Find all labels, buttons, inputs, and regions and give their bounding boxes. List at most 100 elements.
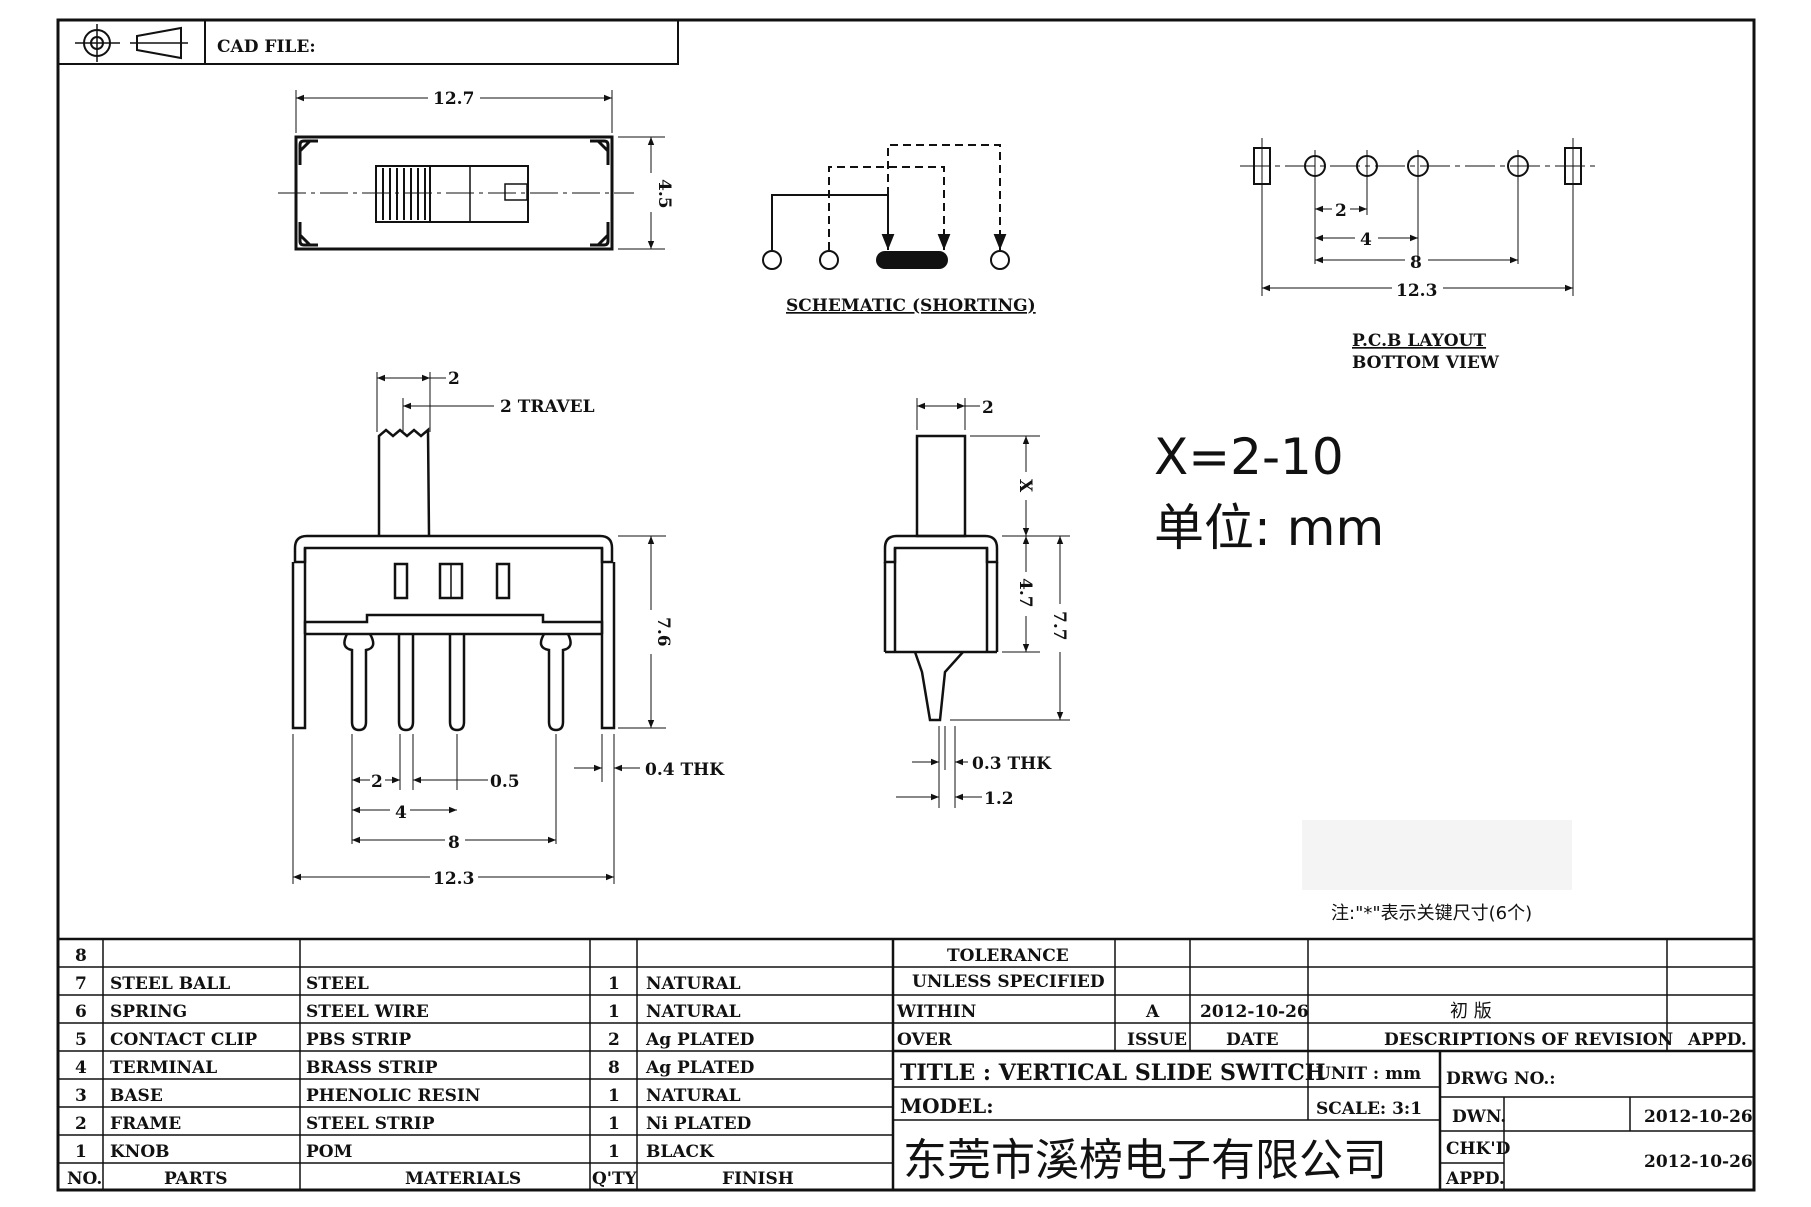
pcb-dim-2: 2	[1335, 201, 1347, 221]
title-block-text: TOLERANCE UNLESS SPECIFIED WITHIN OVER A…	[896, 946, 1753, 1189]
within-label: WITHIN	[896, 1002, 976, 1022]
projection-symbol-icon	[75, 24, 188, 62]
drwg-no-label: DRWG NO.:	[1446, 1069, 1556, 1089]
bom-qty: 1	[608, 1114, 620, 1134]
pcb-dim-4: 4	[1360, 230, 1372, 250]
bom-no: 6	[75, 1002, 87, 1022]
side-dim-7-7: 7.7	[1049, 611, 1069, 641]
appd2-label: APPD.	[1445, 1169, 1505, 1189]
bom-header-finish: FINISH	[722, 1169, 794, 1189]
side-view: 2 X 4.7 7.7 0.3 THK 1.2	[883, 398, 1070, 809]
schematic-caption: SCHEMATIC (SHORTING)	[786, 296, 1036, 316]
bom-part: FRAME	[110, 1114, 181, 1134]
bom-finish: Ni PLATED	[646, 1114, 752, 1134]
bom-row: 1 KNOB POM 1 BLACK	[75, 1142, 715, 1162]
bom-row: 7 STEEL BALL STEEL 1 NATURAL	[75, 974, 741, 994]
bom-finish: NATURAL	[646, 1002, 741, 1022]
bom-row: 3 BASE PHENOLIC RESIN 1 NATURAL	[75, 1086, 741, 1106]
bom-qty: 1	[608, 1002, 620, 1022]
sheet-border	[56, 18, 1756, 1192]
tolerance-line2: UNLESS SPECIFIED	[912, 972, 1105, 992]
top-view: 12.7 4.5	[278, 89, 674, 251]
side-dim-2: 2	[982, 398, 994, 418]
bom-no: 4	[75, 1058, 87, 1078]
front-dim-8: 8	[448, 833, 460, 853]
bom-material: BRASS STRIP	[306, 1058, 438, 1078]
bom-row: 6 SPRING STEEL WIRE 1 NATURAL	[75, 1002, 741, 1022]
bom-finish: Ag PLATED	[645, 1030, 755, 1050]
bom-part: TERMINAL	[110, 1058, 217, 1078]
bom-no: 3	[75, 1086, 87, 1106]
rev-desc: 初 版	[1450, 1001, 1492, 1022]
pcb-caption-line2: BOTTOM VIEW	[1352, 353, 1500, 373]
bom-material: STEEL STRIP	[306, 1114, 435, 1134]
bom-no: 1	[75, 1142, 87, 1162]
front-dim-2: 2	[448, 369, 460, 389]
date-label: DATE	[1226, 1030, 1279, 1050]
front-dim-pitch-2: 2	[371, 772, 383, 792]
bom-row: 8	[75, 946, 87, 966]
bom-no: 8	[75, 946, 87, 966]
bom-part: CONTACT CLIP	[110, 1030, 257, 1050]
pcb-dim-8: 8	[1410, 253, 1422, 273]
tolerance-line1: TOLERANCE	[947, 946, 1069, 966]
faint-patch	[1302, 820, 1572, 890]
bom-qty: 8	[608, 1058, 620, 1078]
bom-header: NO. PARTS MATERIALS Q'TY FINISH	[67, 1169, 794, 1189]
cad-file-label: CAD FILE:	[217, 37, 316, 57]
desc-label: DESCRIPTIONS OF REVISION	[1384, 1030, 1673, 1050]
note-unit: 单位: mm	[1154, 499, 1384, 557]
bom-part: BASE	[110, 1086, 163, 1106]
front-dim-12-3: 12.3	[433, 869, 474, 889]
model-label: MODEL:	[900, 1094, 994, 1118]
company-name: 东莞市溪榜电子有限公司	[903, 1135, 1387, 1186]
bom-qty: 1	[608, 974, 620, 994]
bom-header-qty: Q'TY	[592, 1169, 638, 1189]
issue-label: ISSUE	[1127, 1030, 1187, 1050]
front-dim-4: 4	[395, 803, 407, 823]
front-dim-0-4-thk: 0.4 THK	[645, 760, 725, 780]
bom-part: KNOB	[110, 1142, 170, 1162]
pcb-caption-line1: P.C.B LAYOUT	[1352, 331, 1486, 351]
over-label: OVER	[897, 1030, 953, 1050]
bom-no: 2	[75, 1114, 87, 1134]
bom-part: SPRING	[110, 1002, 187, 1022]
bom-header-materials: MATERIALS	[405, 1169, 521, 1189]
bom-material: STEEL WIRE	[306, 1002, 429, 1022]
dwn-label: DWN.	[1452, 1107, 1506, 1127]
bom-header-parts: PARTS	[164, 1169, 228, 1189]
dwn-date: 2012-10-26	[1644, 1107, 1753, 1127]
rev-issue: A	[1145, 1002, 1160, 1022]
bom-part: STEEL BALL	[110, 974, 230, 994]
chkd-label: CHK'D	[1446, 1139, 1511, 1159]
unit-label: UNIT : mm	[1316, 1064, 1421, 1084]
cad-header: CAD FILE:	[57, 19, 679, 65]
chkd-date: 2012-10-26	[1644, 1152, 1753, 1172]
drawing-title: TITLE : VERTICAL SLIDE SWITCH	[900, 1060, 1326, 1086]
schematic: SCHEMATIC (SHORTING)	[762, 144, 1036, 316]
title-block-table	[58, 937, 1754, 1190]
bom-no: 7	[75, 974, 87, 994]
dim-12-7: 12.7	[433, 89, 474, 109]
bom-material: POM	[306, 1142, 353, 1162]
front-dim-7-6: 7.6	[653, 617, 673, 647]
bom-row: 4 TERMINAL BRASS STRIP 8 Ag PLATED	[75, 1058, 755, 1078]
front-dim-travel: 2 TRAVEL	[500, 397, 595, 417]
bom-material: STEEL	[306, 974, 369, 994]
bom-material: PHENOLIC RESIN	[306, 1086, 480, 1106]
pcb-dim-12-3: 12.3	[1396, 281, 1437, 301]
bom-header-no: NO.	[67, 1169, 102, 1189]
front-view: 2 2 TRAVEL 7.6 2 0.5 4 8 12.3 0.4 THK	[291, 369, 725, 889]
bom-finish: Ag PLATED	[645, 1058, 755, 1078]
pcb-layout: 2 4 8 12.3 P.C.B LAYOUT BOTTOM VIEW	[1240, 138, 1600, 373]
bom-qty: 1	[608, 1142, 620, 1162]
bom-no: 5	[75, 1030, 87, 1050]
bom-material: PBS STRIP	[306, 1030, 411, 1050]
bom-row: 5 CONTACT CLIP PBS STRIP 2 Ag PLATED	[75, 1030, 755, 1050]
bom-finish: BLACK	[646, 1142, 715, 1162]
note-key-dims: 注:"*"表示关键尺寸(6个)	[1331, 903, 1532, 924]
bom-finish: NATURAL	[646, 974, 741, 994]
bom-qty: 2	[608, 1030, 620, 1050]
rev-date: 2012-10-26	[1200, 1002, 1309, 1022]
